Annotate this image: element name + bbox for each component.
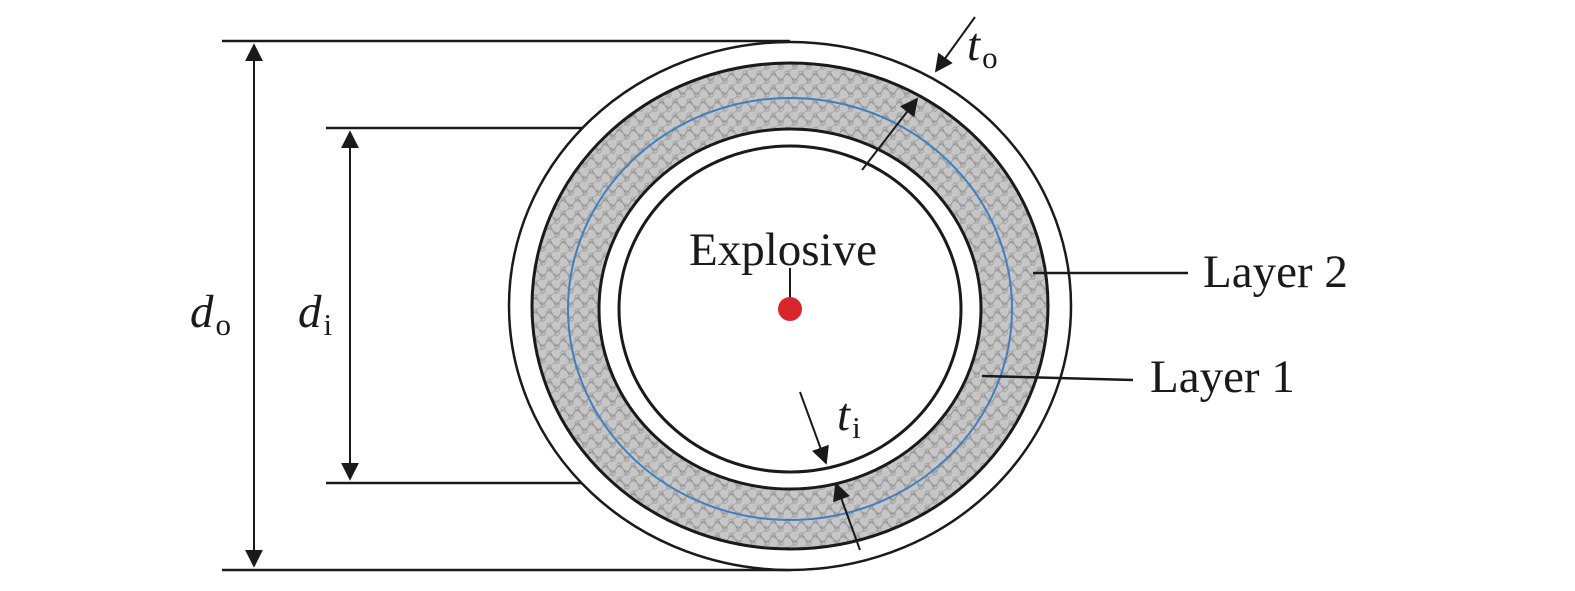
- explosive-charge-dot: [778, 297, 802, 321]
- inner-thickness-label: ti: [837, 389, 861, 445]
- outer-diameter-label: do: [190, 286, 231, 342]
- inner-thickness-arrow-bottom: [833, 482, 861, 551]
- layer-1-leader: [981, 374, 1134, 382]
- outer-thickness-arrow-top: [934, 16, 976, 73]
- outer-thickness-arrow-inner: [861, 97, 919, 171]
- layer-interface-line: [567, 97, 1013, 521]
- explosive-label: Explosive: [689, 224, 877, 276]
- inner-diameter-label: di: [298, 286, 333, 342]
- inner-thickness-arrow-top: [799, 391, 829, 465]
- layer-1-label: Layer 1: [1150, 351, 1295, 403]
- outer-thickness-label: to: [967, 19, 998, 75]
- layer-2-label: Layer 2: [1203, 246, 1348, 298]
